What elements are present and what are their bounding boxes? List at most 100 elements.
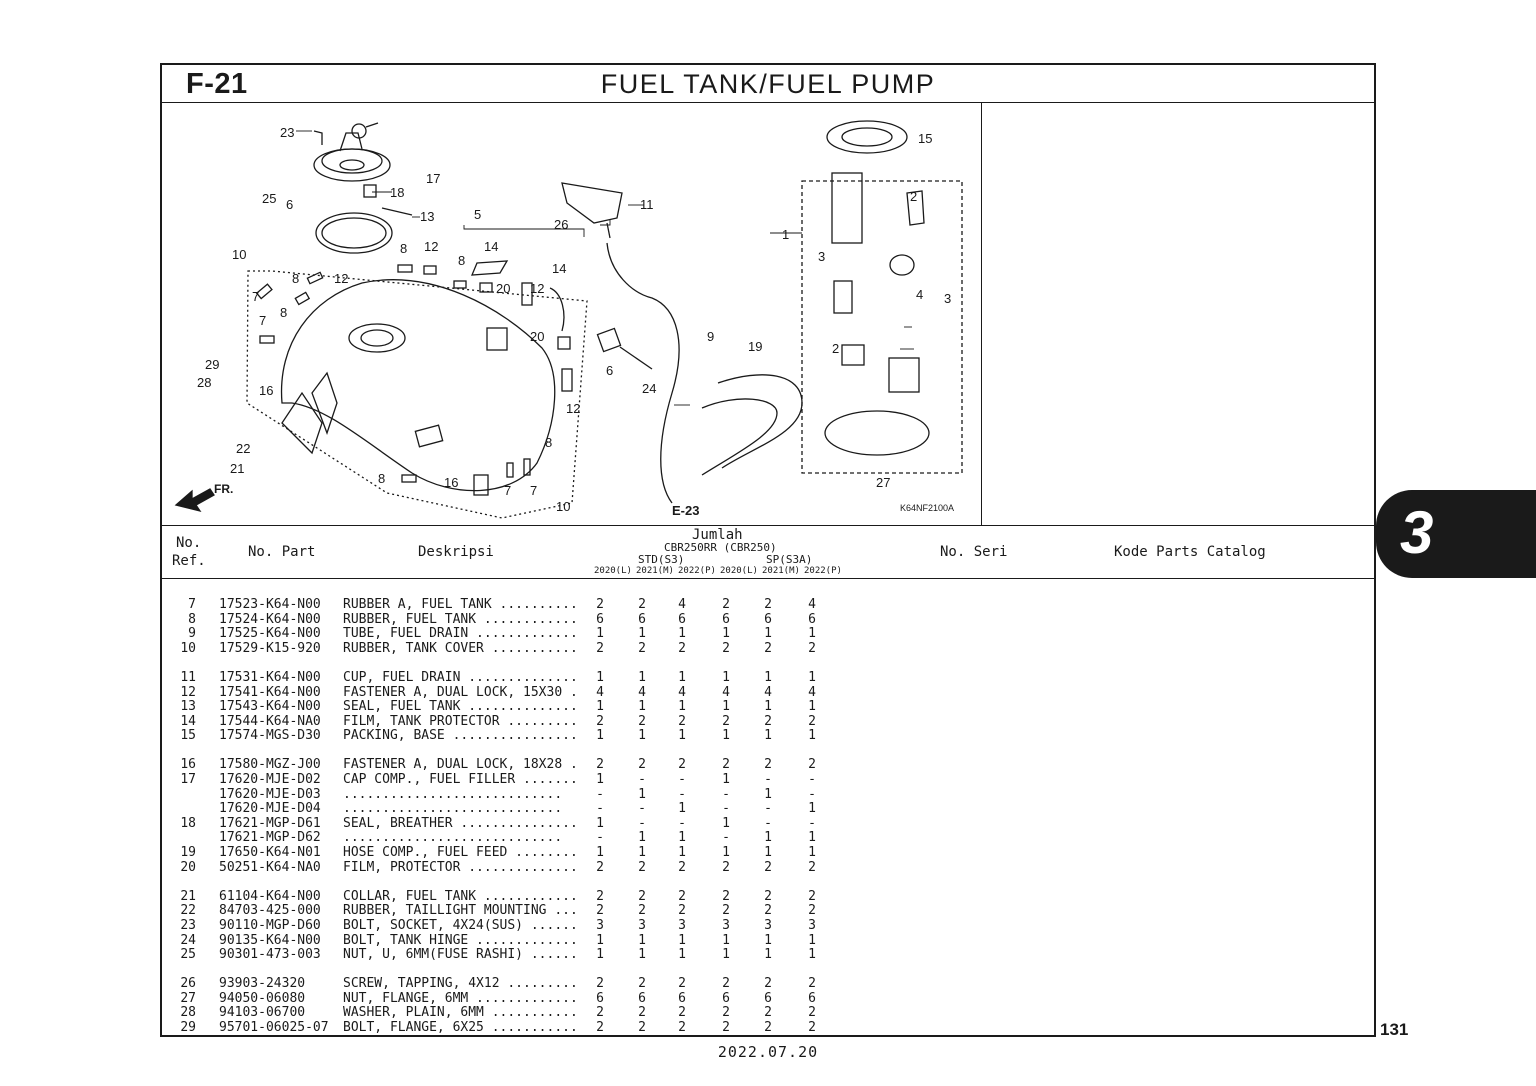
callout-12c: 12: [530, 281, 544, 296]
callout-7a: 7: [252, 289, 259, 304]
callout-9: 9: [707, 329, 714, 344]
packing-base-drawing: [826, 120, 908, 154]
quantity-cell: 2: [722, 1020, 730, 1035]
ref-number: 16: [180, 757, 196, 773]
callout-13: 13: [420, 209, 434, 224]
quantity-cell: 1: [638, 669, 646, 685]
part-number: 17525-K64-N00: [219, 626, 321, 642]
callout-8e: 8: [545, 435, 552, 450]
callout-8c: 8: [292, 271, 299, 286]
quantity-cell: 2: [764, 597, 772, 612]
quantity-cell: 1: [764, 626, 772, 642]
quantity-cell: -: [764, 801, 772, 817]
ref-number: 28: [180, 1005, 196, 1021]
quantity-cell: 1: [596, 932, 604, 948]
part-description: WASHER, PLAIN, 6MM ............: [343, 1005, 575, 1021]
part-number: 94050-06080: [219, 990, 306, 1006]
fuel-hose-drawing: [701, 374, 803, 476]
quantity-cell: 1: [678, 801, 686, 817]
quantity-cell: 4: [722, 684, 730, 700]
header-serial: No. Seri: [940, 544, 1008, 560]
quantity-cell: -: [638, 801, 646, 817]
quantity-cell: 2: [764, 888, 772, 904]
quantity-cell: 3: [722, 917, 730, 933]
ref-number: 29: [180, 1020, 196, 1035]
ref-number: 13: [180, 699, 196, 715]
quantity-cell: 2: [764, 1005, 772, 1021]
quantity-cell: 1: [596, 947, 604, 963]
quantity-cell: 3: [808, 917, 816, 933]
fr-arrow-icon: [174, 488, 215, 513]
part-description: BOLT, SOCKET, 4X24(SUS) .......: [343, 917, 575, 933]
quantity-cell: 1: [722, 772, 730, 787]
breather-seal-drawing: [363, 184, 377, 198]
header-ref-line1: No.: [176, 535, 202, 551]
part-description: FASTENER A, DUAL LOCK, 18X28 ...: [343, 757, 575, 773]
quantity-cell: 4: [638, 684, 646, 700]
part-number: 84703-425-000: [219, 903, 321, 919]
quantity-cell: -: [808, 786, 816, 802]
quantity-cell: -: [808, 772, 816, 787]
quantity-cell: 6: [638, 611, 646, 627]
part-number: 17620-MJE-D02: [219, 772, 321, 787]
ref-number: 25: [180, 947, 196, 963]
chapter-tab-number: 3: [1400, 499, 1434, 566]
quantity-cell: -: [638, 815, 646, 831]
quantity-cell: 2: [722, 640, 730, 656]
quantity-cell: 6: [808, 990, 816, 1006]
table-row: 17621-MGP-D62 ..........................…: [162, 830, 1374, 845]
quantity-cell: 2: [678, 757, 686, 773]
callout-14b: 14: [552, 261, 566, 276]
callout-8f: 8: [378, 471, 385, 486]
quantity-cell: 1: [596, 669, 604, 685]
part-description: SEAL, BREATHER ................: [343, 815, 575, 831]
header-year-4: 2020(L): [720, 566, 758, 576]
quantity-cell: 2: [678, 903, 686, 919]
callout-20b: 20: [530, 329, 544, 344]
quantity-cell: 3: [678, 917, 686, 933]
part-description: FILM, TANK PROTECTOR ..........: [343, 713, 575, 729]
callout-12d: 12: [566, 401, 580, 416]
part-number: 17523-K64-N00: [219, 597, 321, 612]
quantity-cell: 4: [764, 684, 772, 700]
part-description: RUBBER, FUEL TANK .............: [343, 611, 575, 627]
table-row: 28 94103-06700 WASHER, PLAIN, 6MM ........…: [162, 1005, 1374, 1020]
part-number: 94103-06700: [219, 1005, 306, 1021]
quantity-cell: -: [722, 786, 730, 802]
callout-6b: 6: [606, 363, 613, 378]
part-description: RUBBER, TAILLIGHT MOUNTING .....: [343, 903, 575, 919]
ref-number: 24: [180, 932, 196, 948]
callout-15: 15: [918, 131, 932, 146]
callout-20a: 20: [496, 281, 510, 296]
ref-number: 15: [180, 728, 196, 744]
leader-lines: [296, 130, 914, 406]
ref-number: 21: [180, 888, 196, 904]
quantity-cell: 1: [678, 669, 686, 685]
quantity-cell: 2: [808, 903, 816, 919]
ref-number: 27: [180, 990, 196, 1006]
quantity-cell: 6: [722, 611, 730, 627]
fuel-pump-drawing: [801, 172, 963, 474]
header-year-5: 2021(M): [762, 566, 800, 576]
quantity-cell: 2: [678, 1020, 686, 1035]
quantity-cell: 1: [596, 728, 604, 744]
callout-3b: 3: [944, 291, 951, 306]
part-number: 17621-MGP-D62: [219, 830, 321, 846]
quantity-cell: 1: [808, 728, 816, 744]
quantity-cell: 2: [764, 713, 772, 729]
quantity-cell: 2: [808, 888, 816, 904]
callout-e23: E-23: [672, 503, 699, 518]
part-description: NUT, U, 6MM(FUSE RASHI) .......: [343, 947, 575, 963]
callout-8b: 8: [458, 253, 465, 268]
quantity-cell: -: [638, 772, 646, 787]
quantity-cell: 1: [722, 947, 730, 963]
quantity-cell: 1: [808, 932, 816, 948]
catalog-frame: F-21 FUEL TANK/FUEL PUMP: [160, 63, 1376, 1037]
quantity-cell: 2: [638, 1005, 646, 1021]
part-number: 17580-MGZ-J00: [219, 757, 321, 773]
table-row: 16 17580-MGZ-J00 FASTENER A, DUAL LOCK, 18…: [162, 757, 1374, 772]
